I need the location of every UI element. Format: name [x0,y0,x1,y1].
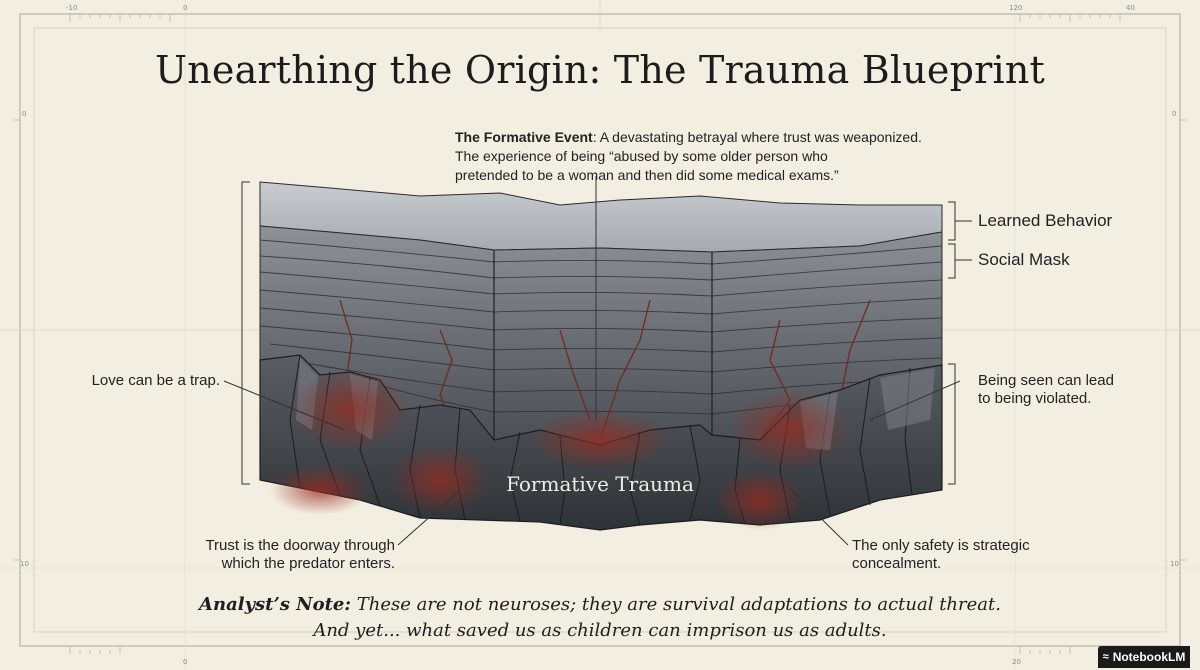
analyst-note: Analyst’s Note: These are not neuroses; … [0,592,1200,644]
layer-label-social-mask: Social Mask [978,250,1070,269]
brand-label: NotebookLM [1112,650,1186,664]
ruler-number: 120 [1009,4,1023,12]
ruler-number: 0 [183,658,188,666]
formative-event-line: The experience of being “abused by some … [455,148,828,164]
formative-event-line: : A devastating betrayal where trust was… [592,129,922,145]
belief-line: Being seen can lead [978,372,1114,389]
ruler-number: 0 [183,4,188,12]
belief-line: to being violated. [978,390,1092,407]
belief-line: The only safety is strategic [852,537,1030,554]
ruler-number: -10 [66,4,78,12]
belief-line: concealment. [852,555,942,572]
ruler-number: 20 [1012,658,1021,666]
analyst-note-line: These are not neuroses; they are surviva… [351,594,1001,615]
layer-label-formative-trauma: Formative Trauma [506,472,694,496]
wave-icon: ≈ [1102,651,1109,663]
belief-strategic-concealment: The only safety is strategic concealment… [852,537,1082,573]
belief-trust-doorway: Trust is the doorway through which the p… [150,537,395,573]
analyst-note-line: And yet... what saved us as children can… [313,620,887,641]
belief-love-trap: Love can be a trap. [91,372,220,389]
page-title: Unearthing the Origin: The Trauma Bluepr… [154,48,1046,92]
belief-line: which the predator enters. [221,555,395,572]
notebooklm-badge: ≈ NotebookLM [1098,646,1190,668]
ruler-number: 10 [20,560,29,568]
ruler-number: 10 [1170,560,1179,568]
ruler-number: 0 [1172,110,1177,118]
ruler-number: 0 [22,110,27,118]
ruler-number: 40 [1126,4,1135,12]
layer-label-learned-behavior: Learned Behavior [978,211,1113,230]
analyst-note-lead: Analyst’s Note: [199,594,352,615]
formative-event-lead: The Formative Event [455,129,593,145]
belief-line: Trust is the doorway through [205,537,395,554]
belief-being-seen: Being seen can lead to being violated. [978,372,1178,408]
formative-event-line: pretended to be a woman and then did som… [455,167,839,183]
formative-event-caption: The Formative Event: A devastating betra… [455,128,975,185]
